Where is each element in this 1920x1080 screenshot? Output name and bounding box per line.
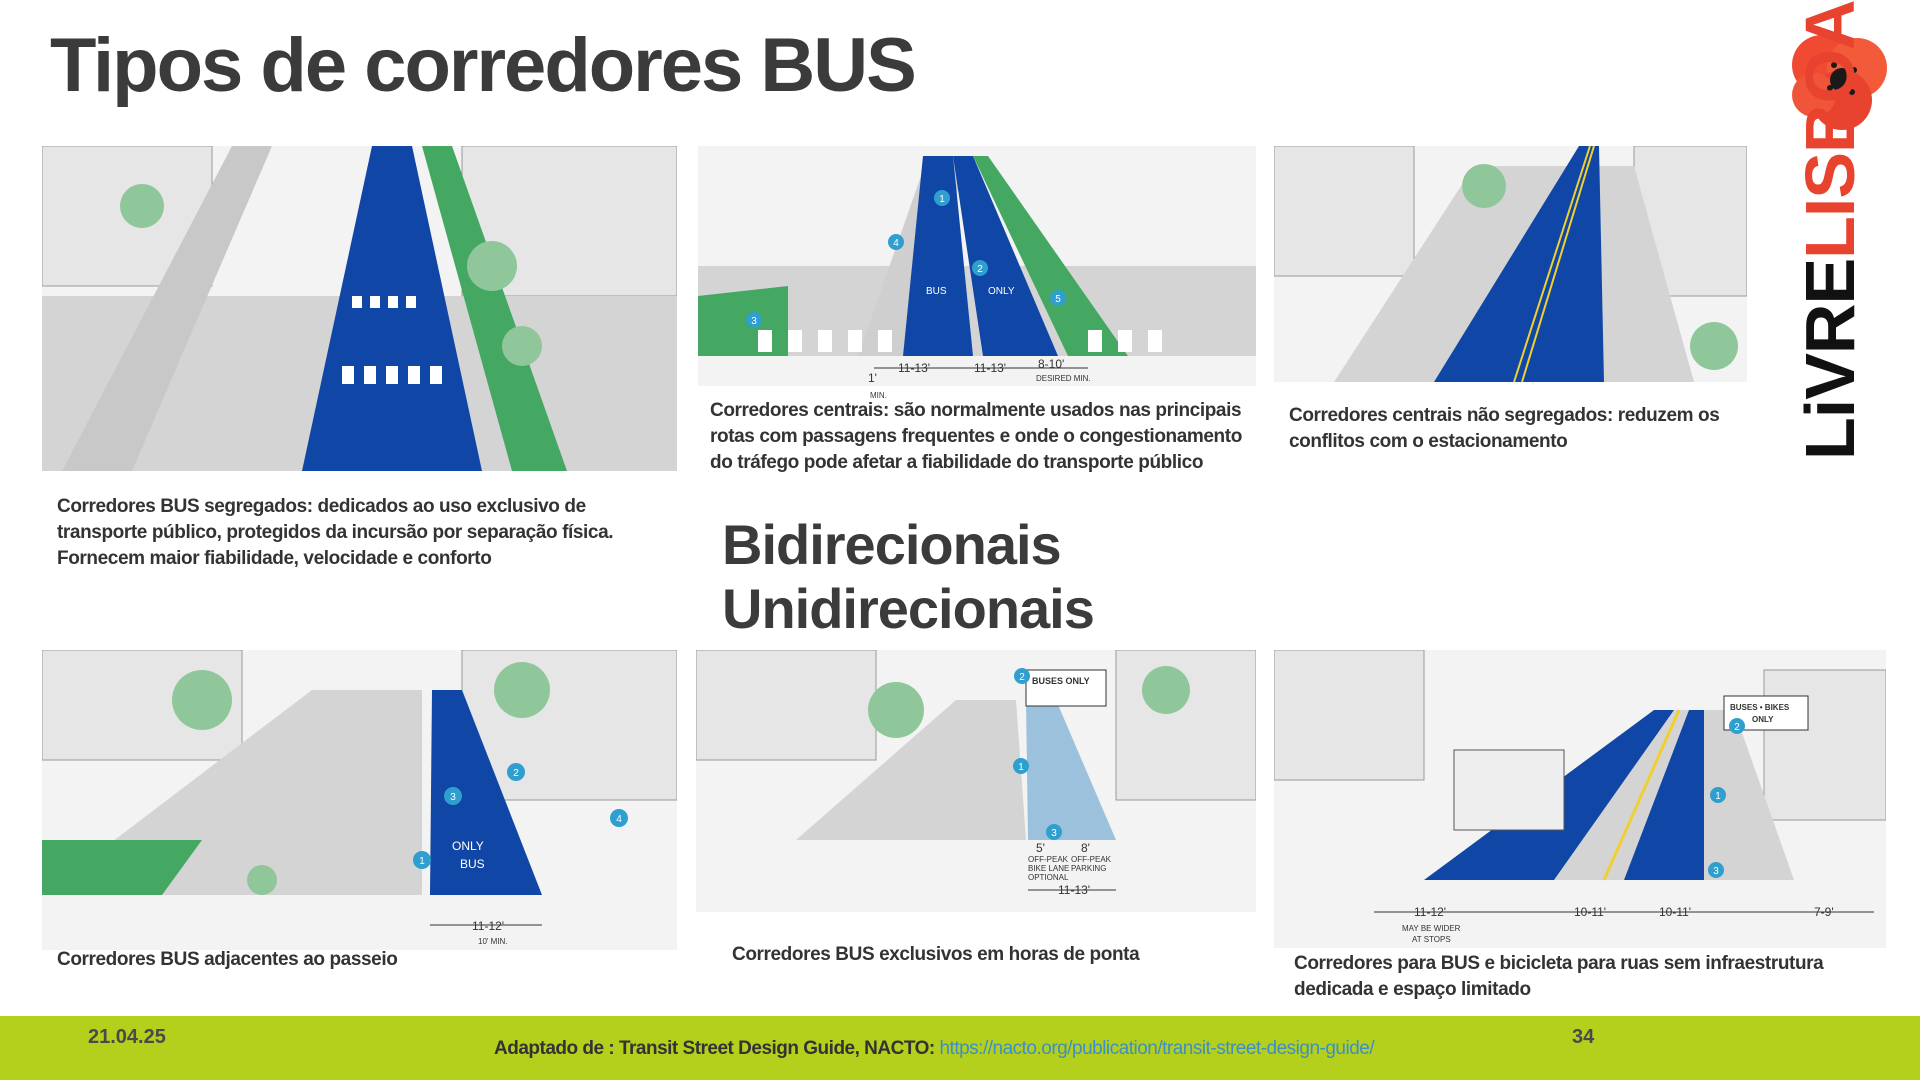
dim-2-note1: OFF-PEAK	[1071, 855, 1112, 864]
page-title: Tipos de corredores BUS	[50, 23, 917, 108]
dim-2: 11-13'	[898, 361, 930, 375]
dim-1: 11-12'	[1414, 905, 1446, 919]
heading-bidirectional: Bidirecionais	[722, 513, 1062, 576]
illustration-central-unsegregated	[1274, 146, 1747, 382]
caption-peak: Corredores BUS exclusivos em horas de po…	[732, 944, 1140, 965]
dim-2: 8'	[1081, 841, 1090, 855]
lane-text-only: ONLY	[452, 839, 484, 853]
svg-text:2: 2	[977, 264, 983, 275]
dim-3: 11-13'	[1058, 883, 1090, 897]
svg-text:5: 5	[1055, 294, 1061, 305]
sign-buses-only: BUSES ONLY	[1032, 676, 1090, 686]
marker-2: 2	[1729, 718, 1745, 734]
dim-1: 5'	[1036, 841, 1045, 855]
marker-1: 1	[1710, 787, 1726, 803]
sign-only: ONLY	[1752, 715, 1774, 724]
lane-text-only: ONLY	[988, 286, 1015, 297]
svg-text:3: 3	[751, 316, 757, 327]
source-link[interactable]: https://nacto.org/publication/transit-st…	[939, 1038, 1375, 1059]
livre-lisboa-logo	[1772, 20, 1902, 470]
logo-text-lisboa: LISBOA	[1791, 0, 1869, 259]
illustration-peak: BUSES ONLY 1 2 3 5' OFF-PEAK BIKE LANE O…	[696, 650, 1256, 912]
illustration-central: BUS ONLY 1 2 3 4 5 1' 11-13' 11-13' 8-10…	[698, 146, 1256, 386]
svg-text:3: 3	[1713, 866, 1719, 877]
dim-1-note: 10' MIN.	[478, 937, 508, 946]
svg-text:1: 1	[419, 856, 425, 867]
marker-2: 2	[1014, 668, 1030, 684]
logo-wordmark: LiVRELISBOA	[1791, 0, 1869, 460]
svg-text:3: 3	[1051, 828, 1057, 839]
marker-3: 3	[444, 787, 462, 805]
marker-3: 3	[746, 312, 762, 328]
dim-4-note: DESIRED MIN.	[1036, 374, 1091, 383]
dim-1-note2: BIKE LANE	[1028, 864, 1069, 873]
svg-text:1: 1	[1018, 762, 1024, 773]
lane-text-bus: BUS	[926, 286, 947, 297]
marker-1: 1	[413, 851, 431, 869]
dim-1: 11-12'	[472, 919, 504, 933]
svg-text:4: 4	[893, 238, 899, 249]
illustration-busbike: BUSES • BIKES ONLY 1 2 3 11-12' MAY BE W…	[1274, 650, 1886, 948]
marker-3: 3	[1046, 824, 1062, 840]
dim-4: 7-9'	[1814, 905, 1834, 919]
lane-text-bus: BUS	[460, 857, 485, 871]
caption-central: Corredores centrais: são normalmente usa…	[710, 400, 1242, 473]
svg-text:3: 3	[450, 792, 456, 803]
dim-3: 10-11'	[1659, 905, 1691, 919]
svg-text:4: 4	[616, 814, 622, 825]
dim-4: 8-10'	[1038, 357, 1064, 371]
marker-1: 1	[1013, 758, 1029, 774]
marker-2: 2	[972, 260, 988, 276]
svg-text:2: 2	[1734, 722, 1740, 733]
caption-busbike: Corredores para BUS e bicicleta para rua…	[1294, 953, 1824, 1000]
svg-text:1: 1	[1715, 791, 1721, 802]
dim-1: 1'	[868, 371, 877, 385]
dim-2: 10-11'	[1574, 905, 1606, 919]
dim-1-note: MIN.	[870, 391, 887, 400]
dim-1-note2: AT STOPS	[1412, 935, 1451, 944]
caption-central-unsegregated: Corredores centrais não segregados: redu…	[1289, 405, 1720, 452]
dim-2-note2: PARKING	[1071, 864, 1106, 873]
marker-5: 5	[1050, 290, 1066, 306]
svg-text:2: 2	[1019, 672, 1025, 683]
caption-adjacent: Corredores BUS adjacentes ao passeio	[57, 949, 398, 970]
heading-unidirectional: Unidirecionais	[722, 577, 1095, 640]
svg-text:2: 2	[513, 768, 519, 779]
poppy-flower-icon	[1792, 35, 1887, 130]
dim-1-note3: OPTIONAL	[1028, 873, 1069, 882]
marker-4: 4	[888, 234, 904, 250]
marker-3: 3	[1708, 862, 1724, 878]
marker-1: 1	[934, 190, 950, 206]
footer-bar	[0, 1016, 1920, 1080]
footer-date: 21.04.25	[88, 1026, 166, 1048]
source-prefix: Adaptado de : Transit Street Design Guid…	[494, 1038, 940, 1059]
dim-1-note1: MAY BE WIDER	[1402, 924, 1461, 933]
illustration-segregated	[42, 146, 677, 471]
sign-buses-bikes: BUSES • BIKES	[1730, 703, 1790, 712]
dim-3: 11-13'	[974, 361, 1006, 375]
svg-text:1: 1	[939, 194, 945, 205]
page-number: 34	[1572, 1026, 1595, 1048]
logo-text-livre: LiVRE	[1791, 258, 1869, 460]
dim-1-note1: OFF-PEAK	[1028, 855, 1069, 864]
source-citation: Adaptado de : Transit Street Design Guid…	[494, 1038, 1375, 1060]
illustration-adjacent: ONLY BUS 1 2 3 4 11-12' 10' MIN.	[42, 650, 677, 950]
caption-segregated: Corredores BUS segregados: dedicados ao …	[57, 496, 614, 569]
marker-2: 2	[507, 763, 525, 781]
marker-4: 4	[610, 809, 628, 827]
